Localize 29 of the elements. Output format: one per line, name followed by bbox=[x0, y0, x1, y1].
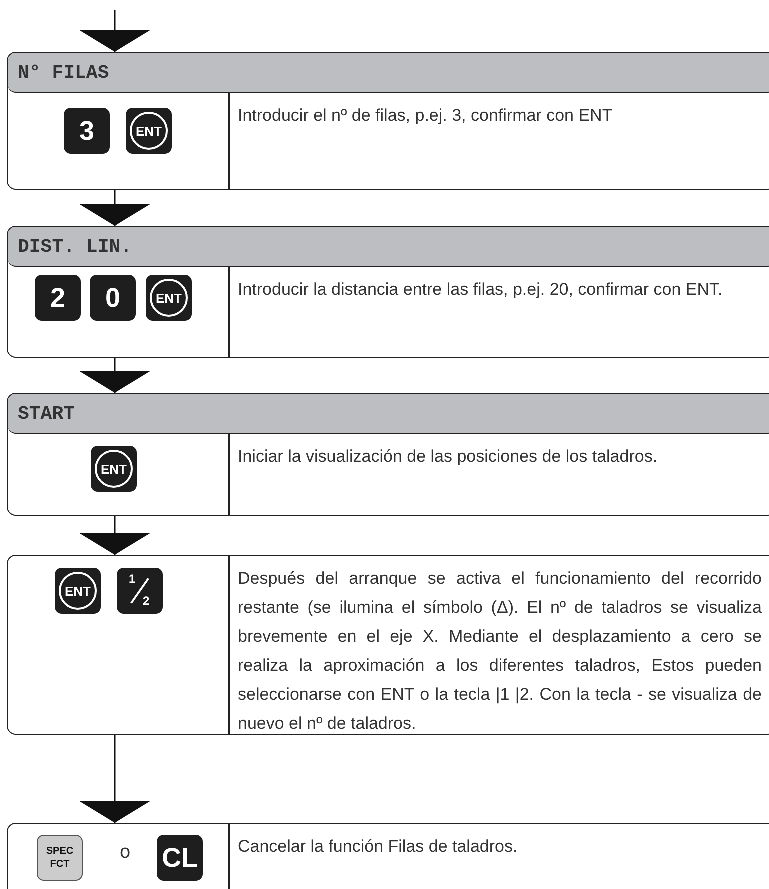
enter-key: ENT bbox=[146, 275, 192, 321]
flow-arrow bbox=[79, 357, 151, 393]
enter-key: ENT bbox=[126, 108, 172, 154]
half-key: 1 2 bbox=[117, 568, 163, 614]
step-description: Introducir el nº de filas, p.ej. 3, confirmar con ENT bbox=[238, 105, 614, 127]
connector-word: o bbox=[120, 842, 131, 864]
number-key: CL bbox=[157, 835, 203, 881]
flow-arrow bbox=[79, 10, 151, 52]
step-header: START bbox=[8, 394, 769, 434]
step-box bbox=[7, 52, 769, 190]
step-header: N° FILAS bbox=[8, 53, 769, 93]
step-box bbox=[7, 555, 769, 735]
number-key: 2 bbox=[35, 275, 81, 321]
number-key: 0 bbox=[90, 275, 136, 321]
step-box bbox=[7, 393, 769, 516]
step-header: DIST. LIN. bbox=[8, 227, 769, 267]
step-description: Después del arranque se activa el funcionamiento del recorrido restante (se ilumina el símbolo (Δ). El nº de taladros se visualiza brevemente en el eje X. Mediante el desplazamiento a cero se realiza la aproximación a los diferentes taladros, Estos pueden seleccionarse con ENT o la tecla |1 |2. Con la tecla - se visualiza de nuevo el nº de taladros. bbox=[238, 568, 762, 735]
step-description: Iniciar la visualización de las posiciones de los taladros. bbox=[238, 446, 659, 468]
step-box bbox=[7, 823, 769, 889]
enter-key: ENT bbox=[55, 568, 101, 614]
step-box bbox=[7, 226, 769, 358]
number-key: 3 bbox=[64, 108, 110, 154]
step-description: Introducir la distancia entre las filas, p.ej. 20, confirmar con ENT. bbox=[238, 279, 724, 301]
enter-key: ENT bbox=[91, 446, 137, 492]
flow-arrow bbox=[79, 515, 151, 555]
step-description: Cancelar la función Filas de taladros. bbox=[238, 836, 519, 858]
flow-arrow bbox=[79, 734, 151, 823]
flow-arrow bbox=[79, 189, 151, 226]
function-key: SPEC FCT bbox=[37, 835, 83, 881]
